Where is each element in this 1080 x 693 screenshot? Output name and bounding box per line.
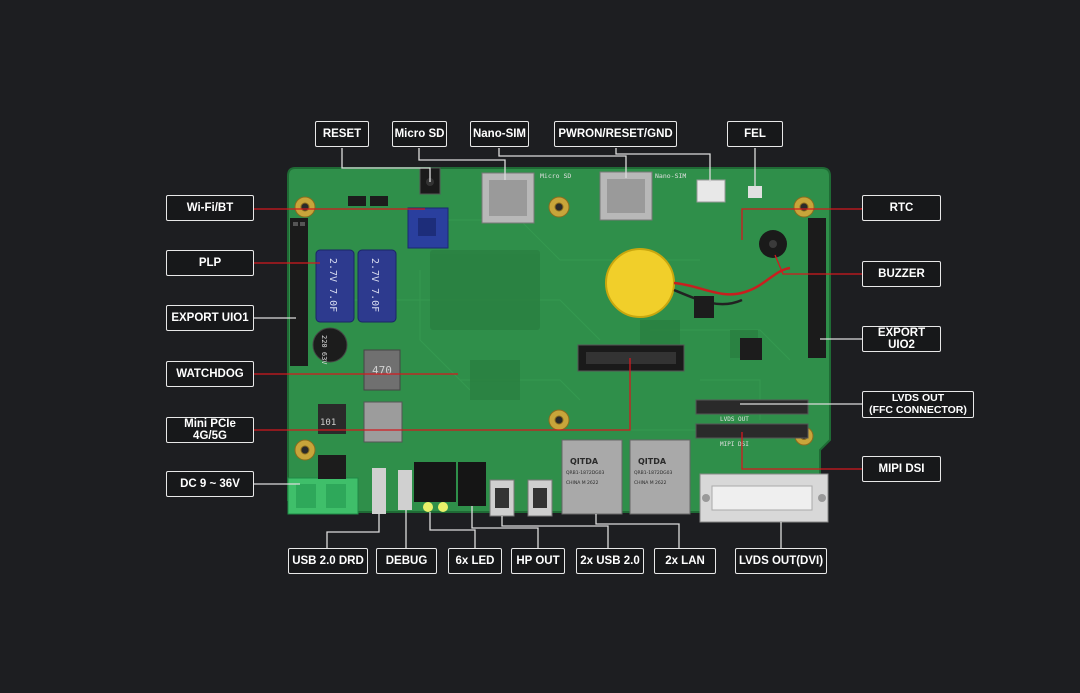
inductors: 470 101 — [318, 349, 403, 443]
usb2x-line — [501, 516, 609, 548]
label-fel: FEL — [727, 121, 783, 147]
cap-left-text: 2.7V 7.0F — [327, 258, 338, 312]
label-mini-pcie: Mini PCIe 4G/5G — [166, 417, 254, 443]
micro-sd-silkscreen: Micro SD — [540, 172, 571, 180]
cap-right-text: 2.7V 7.0F — [369, 258, 380, 312]
led-line — [429, 512, 476, 548]
label-reset: RESET — [315, 121, 369, 147]
fel-button-part — [748, 186, 762, 198]
lan1-origin: CHINA M 2622 — [566, 480, 599, 486]
label-hp-out: HP OUT — [511, 548, 565, 574]
inductor-text: 470 — [372, 364, 392, 377]
small-chips — [318, 196, 762, 479]
lan2-brand: QITDA — [638, 457, 667, 466]
label-buzzer: BUZZER — [862, 261, 941, 287]
label-6x-led: 6x LED — [448, 548, 502, 574]
pwron-connector — [696, 179, 726, 203]
lan2-origin: CHINA M 2622 — [634, 480, 667, 486]
label-2x-usb: 2x USB 2.0 — [576, 548, 644, 574]
label-2x-lan: 2x LAN — [654, 548, 716, 574]
pwron-line — [615, 148, 711, 182]
supercapacitors: 2.7V 7.0F 2.7V 7.0F — [315, 249, 397, 323]
label-wifi-bt: Wi-Fi/BT — [166, 195, 254, 221]
uio1-header — [290, 218, 308, 366]
mipi-line — [741, 432, 862, 470]
pcb-board — [287, 167, 831, 513]
elec-cap-text: 220 63V — [320, 335, 328, 365]
dvi-connector — [699, 473, 829, 523]
label-nano-sim: Nano-SIM — [470, 121, 529, 147]
label-debug: DEBUG — [376, 548, 437, 574]
callout-lines — [254, 148, 863, 548]
buzzer-line — [774, 254, 862, 275]
lan1-brand: QITDA — [570, 457, 599, 466]
usbdrd-line — [326, 514, 380, 548]
buzzer-part — [759, 230, 787, 258]
micro-sd-slot: Micro SD — [481, 172, 571, 224]
electrolytic-capacitor: 220 63V — [312, 327, 348, 365]
label-export-uio1: EXPORT UIO1 — [166, 305, 254, 331]
lan1-part: QRB1-1872DG03 — [566, 470, 605, 476]
label-mipi-dsi: MIPI DSI — [862, 456, 941, 482]
nano-sim-silkscreen: Nano-SIM — [655, 172, 686, 180]
wifi-module — [407, 207, 449, 249]
label-usb-drd: USB 2.0 DRD — [288, 548, 368, 574]
lan2-part: QRB1-1872DG03 — [634, 470, 673, 476]
coil-text: 101 — [320, 418, 336, 428]
label-dc: DC 9 ~ 36V — [166, 471, 254, 497]
lvds-silkscreen: LVDS OUT — [720, 416, 749, 423]
label-export-uio2: EXPORT UIO2 — [862, 326, 941, 352]
label-plp: PLP — [166, 250, 254, 276]
nanosim-line — [498, 148, 627, 178]
hp-line — [471, 506, 539, 548]
label-watchdog: WATCHDOG — [166, 361, 254, 387]
label-micro-sd: Micro SD — [392, 121, 447, 147]
nano-sim-slot: Nano-SIM — [599, 171, 686, 221]
label-lvds-dvi: LVDS OUT(DVI) — [735, 548, 827, 574]
label-pwron: PWRON/RESET/GND — [554, 121, 677, 147]
usb-ports — [489, 479, 553, 517]
reset-line — [341, 148, 431, 182]
microsd-line — [418, 148, 506, 180]
label-lvds-ffc: LVDS OUT (FFC CONNECTOR) — [862, 391, 974, 418]
minipcie-line — [254, 358, 631, 431]
lan-line — [595, 514, 680, 548]
led-headers — [372, 462, 486, 514]
mini-pcie-slot — [577, 344, 685, 372]
uio2-header — [808, 218, 826, 358]
label-rtc: RTC — [862, 195, 941, 221]
lan-jacks: QITDA QITDA QRB1-1872DG03 QRB1-1872DG03 … — [561, 439, 691, 515]
mipi-silkscreen: MIPI DSI — [720, 441, 749, 448]
